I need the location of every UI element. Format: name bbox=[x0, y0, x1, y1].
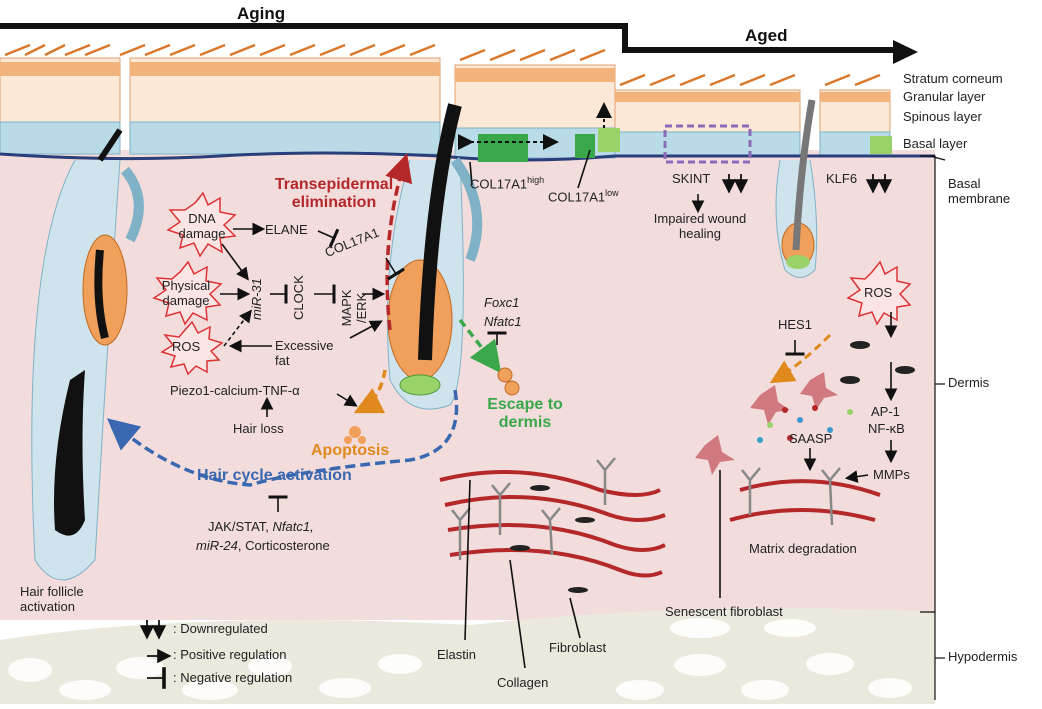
collagen-fibers bbox=[439, 470, 881, 578]
klf6-label: KLF6 bbox=[826, 171, 858, 186]
ros-left-label: ROS bbox=[172, 339, 201, 354]
spinous-layer-label: Spinous layer bbox=[903, 109, 982, 124]
piezo-label: Piezo1-calcium-TNF-α bbox=[170, 383, 300, 398]
impaired-wound-label: Impaired wound healing bbox=[653, 211, 747, 241]
senescent-fibroblasts bbox=[695, 372, 838, 475]
ap1-label: AP-1 bbox=[871, 404, 900, 419]
escaped-cells bbox=[497, 367, 520, 396]
nfkb-label: NF-κB bbox=[868, 421, 905, 436]
apoptotic-cells bbox=[344, 426, 366, 444]
hair-follicle-left bbox=[31, 128, 128, 581]
granular-layer-label: Granular layer bbox=[903, 89, 986, 104]
skint-box bbox=[663, 124, 752, 164]
dna-damage-label: DNA damage bbox=[178, 211, 226, 241]
foxc1-label: Foxc1 bbox=[484, 295, 520, 310]
legend-glyphs bbox=[139, 620, 172, 689]
collagen-label: Collagen bbox=[497, 675, 549, 690]
basal-cells bbox=[0, 121, 891, 159]
nfatc1-label: Nfatc1 bbox=[484, 314, 522, 329]
mapk-erk-label: MAPK /ERK bbox=[339, 289, 369, 327]
legend-negative-regulation: : Negative regulation bbox=[173, 670, 293, 685]
hair-follicle-middle bbox=[121, 103, 483, 410]
transepidermal-arrow bbox=[385, 153, 413, 331]
stratum-corneum-flakes bbox=[4, 43, 881, 87]
hypodermis-label: Hypodermis bbox=[948, 649, 1018, 664]
aged-label: Aged bbox=[745, 26, 788, 45]
stratum-corneum-label: Stratum corneum bbox=[903, 71, 1003, 86]
epidermis-left bbox=[0, 57, 616, 131]
matrix-degradation-label: Matrix degradation bbox=[749, 541, 857, 556]
mmps-label: MMPs bbox=[873, 467, 910, 482]
ros-right-label: ROS bbox=[864, 285, 893, 300]
hypodermis-fat-cells bbox=[8, 618, 912, 700]
legend-downregulated: : Downregulated bbox=[173, 621, 268, 636]
dermis-label: Dermis bbox=[948, 375, 990, 390]
skint-label: SKINT bbox=[672, 171, 711, 186]
aging-label: Aging bbox=[237, 4, 286, 23]
elane-label: ELANE bbox=[265, 222, 308, 237]
transepidermal-elimination-label: Transepidermal elimination bbox=[274, 176, 394, 212]
hair-follicle-activation-label: Hair follicle activation bbox=[20, 584, 84, 614]
physical-damage-label: Physical damage bbox=[161, 278, 211, 308]
clock-label: CLOCK bbox=[291, 275, 306, 320]
col17a1-low-label: COL17A1low bbox=[548, 188, 619, 205]
escape-to-dermis-label: Escape to dermis bbox=[487, 396, 563, 432]
apoptosis-arrow bbox=[353, 369, 387, 414]
hes1-label: HES1 bbox=[778, 317, 812, 332]
inhibitors-label-2: miR-24, Corticosterone bbox=[196, 538, 330, 553]
basal-membrane-line bbox=[0, 151, 935, 162]
saasp-dots bbox=[757, 405, 853, 443]
hair-follicle-aged bbox=[775, 99, 818, 278]
inhibitors-label: JAK/STAT, Nfatc1, bbox=[208, 519, 314, 534]
fibroblast-label: Fibroblast bbox=[549, 640, 607, 655]
elastin-fibers bbox=[451, 457, 841, 560]
hair-cycle-activation-label: Hair cycle activation bbox=[197, 467, 352, 484]
epidermis-aged bbox=[614, 89, 891, 133]
excessive-fat-label: Excessive fat bbox=[275, 338, 334, 368]
basal-layer-label: Basal layer bbox=[903, 136, 968, 151]
stress-bursts bbox=[152, 191, 912, 376]
hair-loss-label: Hair loss bbox=[233, 421, 284, 436]
col17a1-high-label: COL17A1high bbox=[470, 175, 545, 192]
senescent-fibroblast-label: Senescent fibroblast bbox=[665, 604, 783, 619]
mir31-label: miR-31 bbox=[249, 278, 264, 320]
escape-arrow bbox=[458, 318, 502, 374]
elastin-label: Elastin bbox=[437, 647, 477, 662]
fibroblast-cells bbox=[510, 341, 915, 593]
hair-cycle-arrow bbox=[106, 389, 459, 487]
legend-positive-regulation: : Positive regulation bbox=[173, 647, 287, 662]
apoptosis-label: Apoptosis bbox=[311, 442, 390, 459]
saasp-label: SAASP bbox=[789, 431, 833, 446]
basal-membrane-label: Basal membrane bbox=[948, 176, 1011, 206]
hes1-arrow bbox=[769, 333, 832, 384]
